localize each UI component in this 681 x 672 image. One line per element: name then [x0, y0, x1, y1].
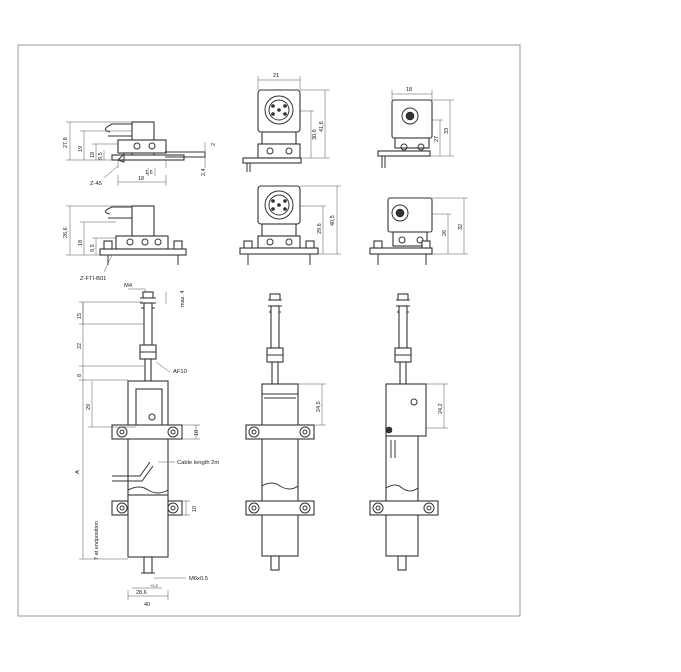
- dim-label: 18: [90, 152, 96, 158]
- label-dimension-a: A: [75, 470, 81, 474]
- dim-label: 32: [458, 224, 464, 230]
- view-front-compact-2: 32 26: [369, 197, 468, 265]
- dim-label: 15: [77, 313, 83, 319]
- dim-label: 21: [273, 73, 279, 79]
- dim-label: 18: [406, 87, 412, 93]
- dim-label: 40,5: [330, 215, 336, 226]
- dim-label: 2,4: [201, 168, 207, 176]
- label-zfti: Z-FTI-B01: [80, 276, 106, 282]
- view-front-connector-1: 21 41,6 30,6: [242, 73, 330, 172]
- dim-label: 33: [444, 128, 450, 134]
- dim-label: 8: [77, 374, 83, 377]
- dim-label: 10: [194, 430, 200, 436]
- dim-label: 1,6: [145, 170, 153, 176]
- label-af10: AF10: [173, 369, 187, 375]
- view-side-zfti: 26,6 18 9,5 Z-FTI-B01: [63, 205, 187, 282]
- dim-label: 27,8: [63, 137, 69, 148]
- view-long-side: M4 max. 4 15 22 8 29 10 10 AF10 Cable le…: [75, 283, 219, 608]
- dim-label: 27: [434, 136, 440, 142]
- view-front-connector-2: 40,5 29,6: [239, 185, 341, 265]
- dim-label: 24,5: [316, 401, 322, 412]
- view-front-compact-1: 18 33 27: [377, 87, 454, 168]
- dim-label: 24,2: [438, 403, 444, 414]
- view-long-compact: 24,2: [369, 293, 448, 571]
- dim-label: 29,6: [317, 223, 323, 234]
- dim-label: 22: [77, 343, 83, 349]
- dim-label: max. 4: [180, 290, 186, 307]
- dim-label: 9,5: [90, 244, 96, 252]
- dim-label: 26,6: [63, 227, 69, 238]
- dim-label: 10: [192, 506, 198, 512]
- view-side-z45: 27,8 19 18 9,5 18 1,6 2 2,4 Z-45: [63, 121, 217, 187]
- label-m6: M6x0.5: [189, 576, 208, 582]
- view-long-front: 24,5: [245, 293, 326, 571]
- dim-label: 18: [138, 176, 144, 182]
- label-endposition: 7 at endposition: [94, 521, 100, 560]
- dim-label: 40: [144, 602, 150, 608]
- dim-label: 18: [78, 240, 84, 246]
- dim-label: +0,2: [150, 583, 159, 588]
- dim-label: 19: [78, 146, 84, 152]
- dim-label: 26: [442, 230, 448, 236]
- dim-label: 41,6: [319, 121, 325, 132]
- dim-label: 28,6: [136, 590, 147, 596]
- dim-label: 9,5: [98, 152, 104, 160]
- label-cable-length: Cable length 2m: [177, 460, 219, 466]
- dim-label: 30,6: [312, 129, 318, 140]
- label-m4: M4: [124, 283, 133, 289]
- dim-label: 2: [211, 143, 217, 146]
- dim-label: 29: [86, 404, 92, 410]
- label-z45: Z-45: [90, 181, 102, 187]
